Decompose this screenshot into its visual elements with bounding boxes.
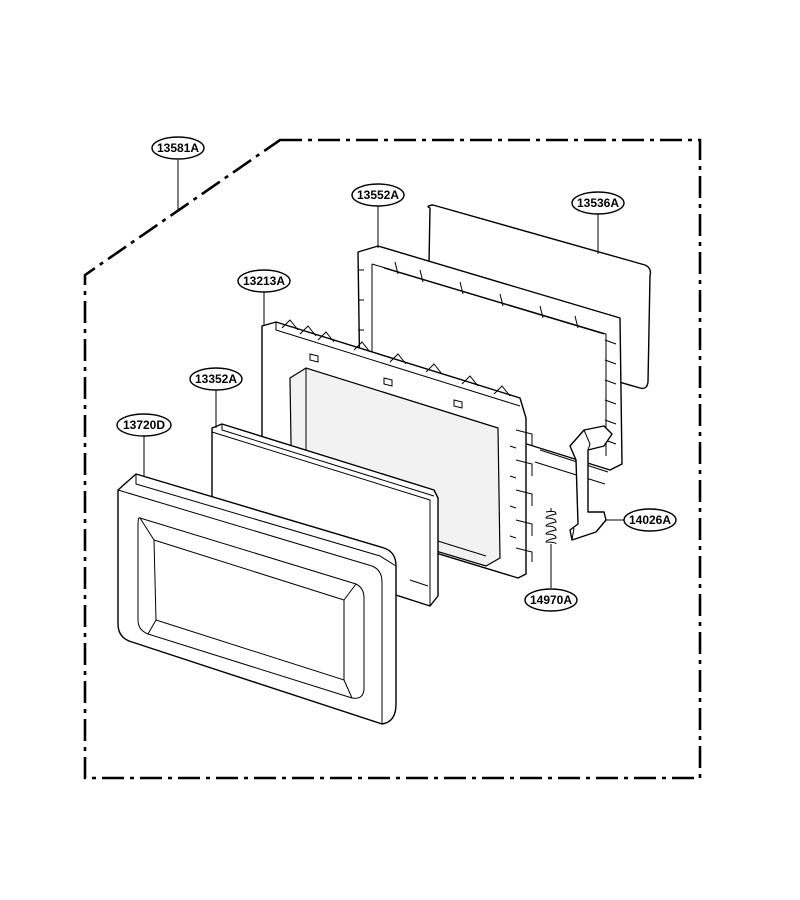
label-door-glass: 13352A — [189, 367, 243, 391]
svg-text:13536A: 13536A — [577, 196, 619, 210]
svg-text:13352A: 13352A — [195, 372, 237, 386]
label-door-frame: 13213A — [237, 269, 291, 293]
latch-hook-part — [569, 425, 613, 541]
svg-text:13552A: 13552A — [357, 188, 399, 202]
label-latch-hook: 14026A — [623, 508, 677, 532]
door-front-part — [117, 473, 397, 725]
latch-spring-part — [545, 508, 557, 550]
assembly-boundary — [83, 138, 702, 780]
svg-text:13581A: 13581A — [157, 141, 199, 155]
svg-text:13720D: 13720D — [123, 418, 165, 432]
svg-text:14026A: 14026A — [629, 513, 671, 527]
label-latch-spring: 14970A — [524, 588, 578, 612]
label-choke-frame: 13552A — [351, 183, 405, 207]
svg-text:13213A: 13213A — [243, 274, 285, 288]
label-screen-sheet: 13536A — [571, 191, 625, 215]
label-door-front: 13720D — [116, 413, 172, 437]
label-assembly: 13581A — [151, 136, 205, 160]
svg-text:14970A: 14970A — [530, 593, 572, 607]
